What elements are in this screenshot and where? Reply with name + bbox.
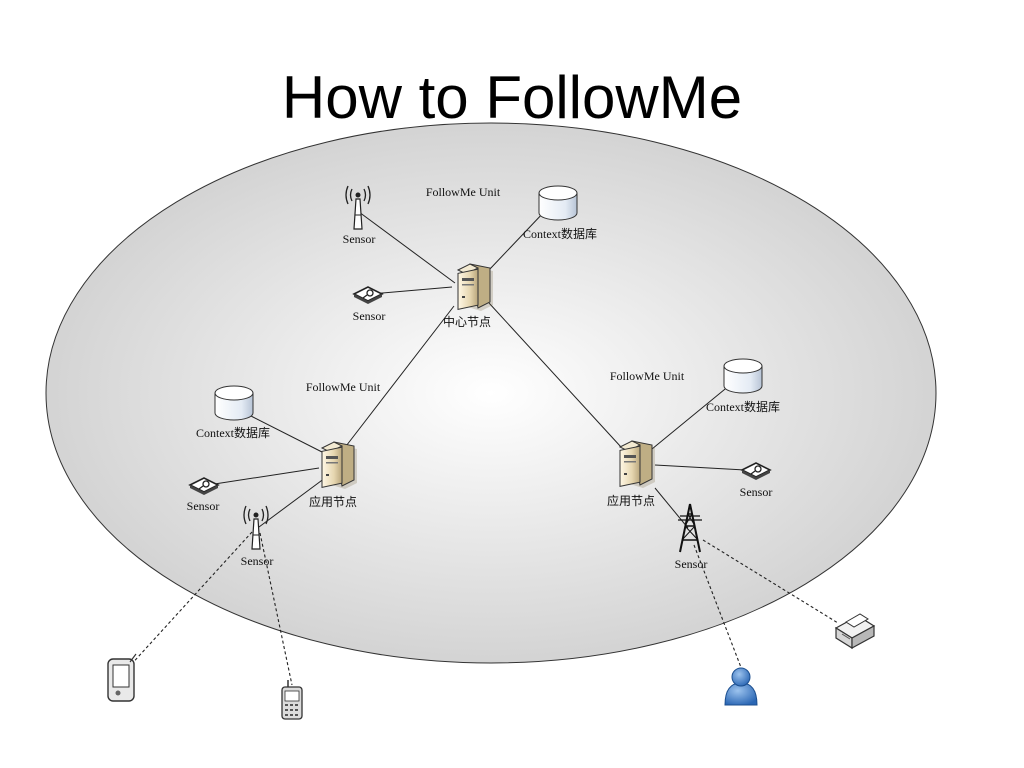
central-sensor-label-2: Sensor bbox=[353, 309, 386, 323]
right-sensor-label-2: Sensor bbox=[675, 557, 708, 571]
page-title: How to FollowMe bbox=[282, 64, 742, 131]
right-database-icon bbox=[723, 358, 763, 394]
left-db-label: Context数据库 bbox=[196, 425, 270, 440]
mobile-phone-icon bbox=[281, 680, 303, 720]
left-sensor-label-2: Sensor bbox=[241, 554, 274, 568]
central-db-label: Context数据库 bbox=[523, 226, 597, 241]
right-server-icon bbox=[619, 440, 656, 489]
left-database-icon bbox=[214, 385, 254, 421]
right-db-label: Context数据库 bbox=[706, 399, 780, 414]
left-followme-unit: 应用节点 FollowMe Unit Context数据库 Sensor Sen… bbox=[187, 380, 381, 568]
network-boundary bbox=[45, 122, 937, 664]
central-sensor-label-1: Sensor bbox=[343, 232, 376, 246]
central-unit-label: FollowMe Unit bbox=[426, 185, 501, 199]
central-followme-unit: 中心节点 FollowMe Unit Context数据库 Sensor Sen… bbox=[343, 185, 597, 329]
central-database-icon bbox=[538, 185, 578, 221]
right-sensor-label-1: Sensor bbox=[740, 485, 773, 499]
central-node-label: 中心节点 bbox=[443, 314, 491, 329]
left-sensor-label-1: Sensor bbox=[187, 499, 220, 513]
wireless-links bbox=[127, 531, 839, 686]
left-node-label: 应用节点 bbox=[309, 494, 357, 509]
right-node-label: 应用节点 bbox=[607, 493, 655, 508]
user-icon bbox=[724, 667, 758, 706]
left-unit-label: FollowMe Unit bbox=[306, 380, 381, 394]
pda-icon bbox=[107, 653, 137, 702]
central-server-icon bbox=[457, 263, 494, 312]
printer-icon bbox=[834, 613, 876, 650]
left-server-icon bbox=[321, 441, 358, 490]
network-links bbox=[207, 210, 746, 529]
right-unit-label: FollowMe Unit bbox=[610, 369, 685, 383]
right-followme-unit: 应用节点 FollowMe Unit Context数据库 Sensor Sen… bbox=[607, 358, 780, 571]
